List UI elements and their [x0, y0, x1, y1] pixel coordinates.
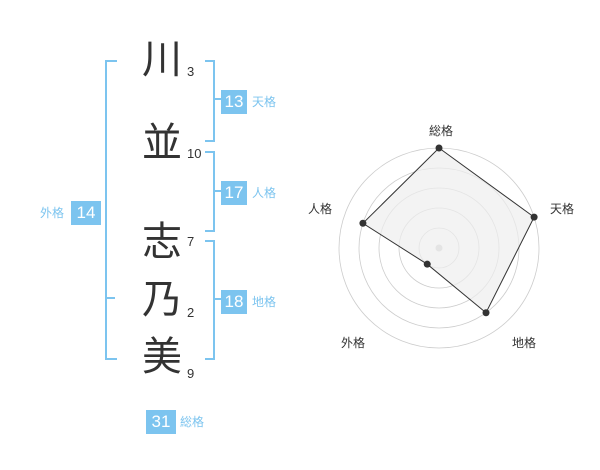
- gaikaku-bracket-divider: [105, 297, 115, 299]
- name-char-4: 乃: [142, 277, 182, 323]
- soukaku-value: 31: [146, 410, 176, 434]
- gaikaku-bracket: [105, 60, 117, 360]
- name-char-5: 美: [142, 334, 182, 380]
- tenkaku-bracket: [205, 60, 215, 142]
- name-char-2: 並: [142, 120, 182, 166]
- chikaku-value: 18: [221, 290, 247, 314]
- tenkaku-bracket-tick: [213, 98, 221, 100]
- radar-series-polygon: [362, 147, 535, 314]
- radar-axis-label-5: 人格: [308, 201, 332, 216]
- jinkaku-bracket-tick: [213, 190, 221, 192]
- radar-axis-label-1: 総格: [429, 123, 453, 138]
- stroke-count-3: 7: [187, 234, 195, 249]
- radar-point-4: [423, 260, 431, 268]
- chikaku-bracket: [205, 240, 215, 360]
- stroke-count-4: 2: [187, 305, 195, 320]
- radar-axis-label-3: 地格: [512, 335, 536, 350]
- tenkaku-value: 13: [221, 90, 247, 114]
- soukaku-label: 総格: [180, 415, 205, 429]
- radar-axis-label-2: 天格: [550, 201, 574, 216]
- tenkaku-label: 天格: [252, 95, 277, 109]
- radar-axis-label-4: 外格: [341, 335, 365, 350]
- stroke-count-2: 10: [187, 146, 202, 161]
- jinkaku-label: 人格: [252, 186, 277, 200]
- gaikaku-value: 14: [71, 201, 101, 225]
- stroke-count-5: 9: [187, 366, 195, 381]
- stroke-count-1: 3: [187, 64, 195, 79]
- radar-point-2: [530, 213, 538, 221]
- radar-point-1: [435, 144, 443, 152]
- chikaku-bracket-tick: [213, 298, 221, 300]
- jinkaku-value: 17: [221, 181, 247, 205]
- radar-point-5: [359, 219, 367, 227]
- radar-point-3: [482, 309, 490, 317]
- chikaku-label: 地格: [252, 295, 277, 309]
- name-char-1: 川: [142, 37, 182, 83]
- name-char-3: 志: [142, 219, 182, 265]
- gaikaku-label: 外格: [40, 206, 65, 220]
